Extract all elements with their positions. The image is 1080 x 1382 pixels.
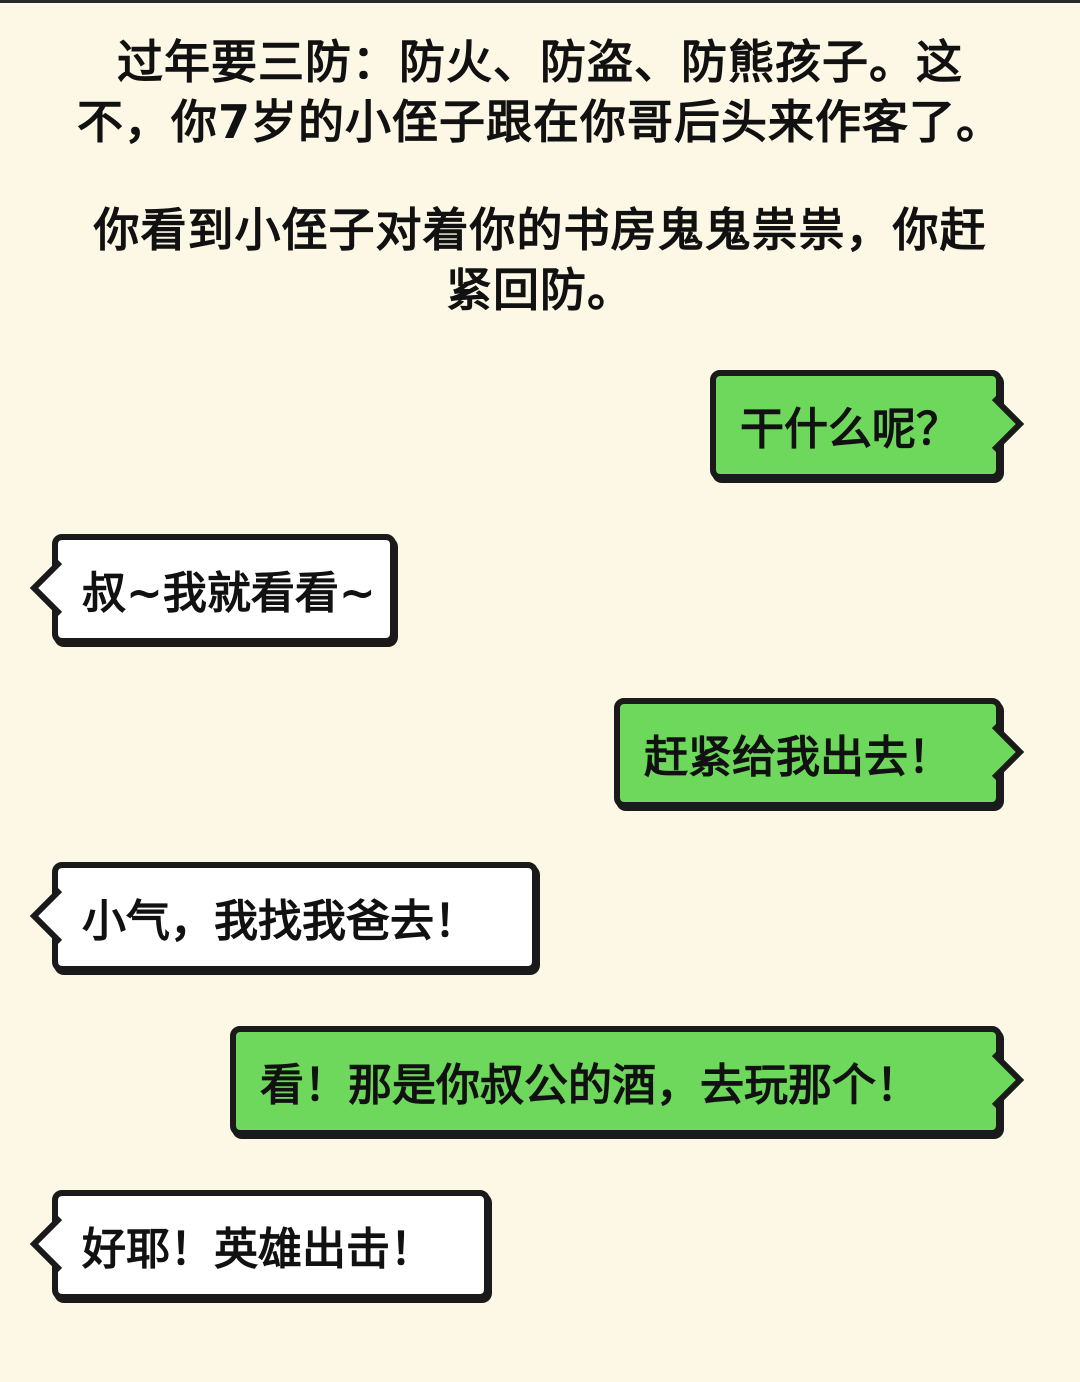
nephew-dialogue-2: 小气，我找我爸去！ [29,862,538,972]
player-dialogue-text: 干什么呢？ [740,404,960,455]
player-dialogue-option-1[interactable]: 干什么呢？ [710,370,1025,480]
top-border [0,0,1080,3]
bubble-tail-left-icon [29,559,63,617]
narration-intro: 过年要三防：防火、防盗、防熊孩子。这 不，你7岁的小侄子跟在你哥后头来作客了。 [40,32,1040,152]
narration-intro-line-1: 过年要三防：防火、防盗、防熊孩子。这 [117,35,963,89]
nephew-dialogue-3: 好耶！英雄出击！ [29,1190,490,1300]
player-dialogue-text: 赶紧给我出去！ [644,732,952,783]
nephew-dialogue-text: 叔~我就看看~ [82,568,376,619]
narration-scene-line-2: 紧回防。 [446,263,634,317]
nephew-dialogue-text: 小气，我找我爸去！ [82,896,478,947]
player-dialogue-option-3[interactable]: 看！那是你叔公的酒，去玩那个！ [230,1026,1025,1136]
narration-scene-line-1: 你看到小侄子对着你的书房鬼鬼祟祟，你赶 [93,203,987,257]
bubble-tail-left-icon [29,887,63,945]
nephew-dialogue-text: 好耶！英雄出击！ [82,1224,434,1275]
bubble-tail-right-icon [991,1051,1025,1109]
narration-intro-line-2: 不，你7岁的小侄子跟在你哥后头来作客了。 [76,95,1003,149]
bubble-tail-right-icon [991,723,1025,781]
narration-scene: 你看到小侄子对着你的书房鬼鬼祟祟，你赶 紧回防。 [40,200,1040,320]
player-dialogue-option-2[interactable]: 赶紧给我出去！ [614,698,1025,808]
nephew-dialogue-1: 叔~我就看看~ [29,534,396,644]
bubble-tail-right-icon [991,395,1025,453]
player-dialogue-text: 看！那是你叔公的酒，去玩那个！ [260,1060,920,1111]
bubble-tail-left-icon [29,1215,63,1273]
